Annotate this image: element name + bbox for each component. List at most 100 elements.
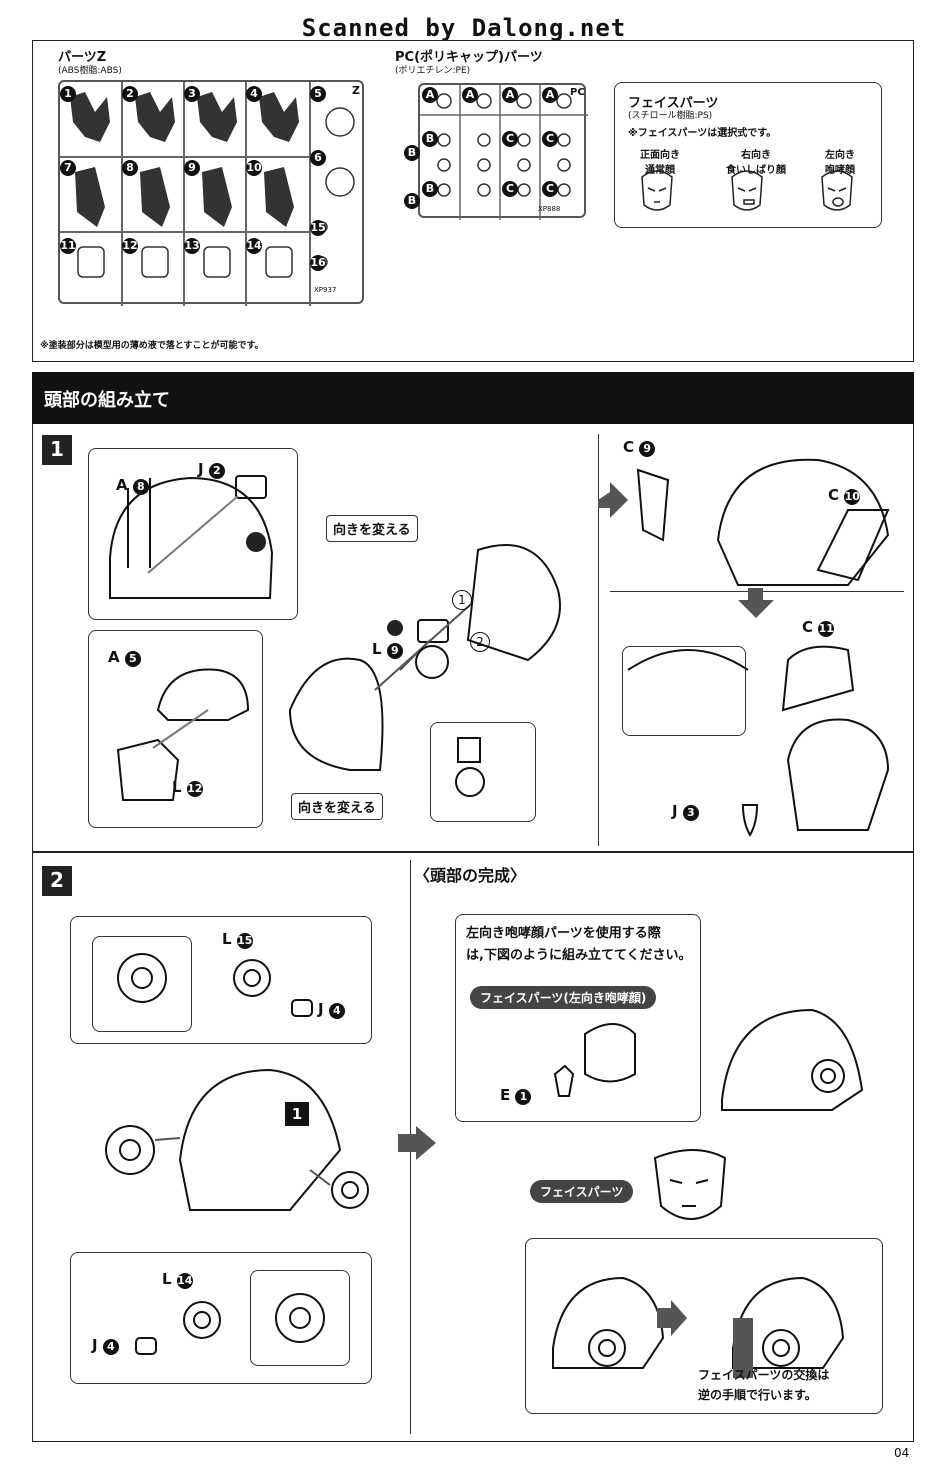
runner-panel xyxy=(32,40,914,362)
part-number: 13 xyxy=(184,238,200,254)
face-option-line2: 食いしばり顔 xyxy=(726,165,786,176)
pc-letter: A xyxy=(542,87,558,103)
callout-c10: C 10 xyxy=(828,486,861,505)
page-number: 04 xyxy=(894,1446,910,1460)
pc-letter: A xyxy=(462,87,478,103)
helmet-back-art xyxy=(109,475,274,599)
callout-l14: L 14 xyxy=(162,1270,193,1289)
face-swap-art xyxy=(552,1276,845,1378)
pc-letter: B xyxy=(404,193,420,209)
step1-badge: 1 xyxy=(42,435,72,465)
parts-pc-runner-art xyxy=(420,85,588,220)
step2-subbox-l15 xyxy=(70,916,372,1044)
face-option-art xyxy=(641,170,853,211)
part-number: 11 xyxy=(60,238,76,254)
helmet-side-art xyxy=(598,458,890,837)
part-number: 14 xyxy=(246,238,262,254)
part-number: 2 xyxy=(122,86,138,102)
left-face-parts-pill: フェイスパーツ(左向き咆哮顔) xyxy=(470,986,657,1009)
part-number: 6 xyxy=(310,150,326,166)
face-part-art xyxy=(653,1149,727,1220)
face-swap-box xyxy=(525,1238,883,1414)
left-face-note-box xyxy=(455,914,701,1122)
part-number: 4 xyxy=(246,86,262,102)
part-number: 3 xyxy=(184,86,200,102)
part-number: 1 xyxy=(60,86,76,102)
left-face-assembly-art xyxy=(553,1023,636,1097)
callout-j3: J 3 xyxy=(672,802,699,821)
parts-z-label: Z xyxy=(352,84,360,97)
ear-cap-lower-art xyxy=(135,1293,325,1355)
pc-letter: C xyxy=(542,181,558,197)
order-marker-1: 1 xyxy=(452,590,472,610)
parts-z-runner-art xyxy=(60,82,355,306)
paint-note: ※塗装部分は模型用の薄め液で落とすことが可能です。 xyxy=(40,341,264,351)
step2-detail-l14 xyxy=(250,1270,350,1366)
callout-l15: L 15 xyxy=(222,930,253,949)
callout-j4-upper: J 4 xyxy=(318,1000,345,1019)
callout-a5: A 5 xyxy=(108,648,141,667)
helmet-inner-art xyxy=(116,668,250,801)
part-number: 8 xyxy=(122,160,138,176)
face-swap-note-line1: フェイスパーツの交換は xyxy=(698,1368,830,1382)
complete-title: 〈頭部の完成〉 xyxy=(414,866,527,885)
part-number: 12 xyxy=(122,238,138,254)
parts-z-material: (ABS樹脂:ABS) xyxy=(58,66,122,76)
turn-around-tag: 向きを変える xyxy=(291,793,383,820)
callout-c9: C 9 xyxy=(623,438,656,457)
pc-letter: A xyxy=(422,87,438,103)
pc-letter: B xyxy=(422,181,438,197)
face-swap-note-line2: 逆の手順で行います。 xyxy=(698,1388,817,1402)
step2-detail-l15 xyxy=(92,936,192,1032)
order-marker-2: 2 xyxy=(470,632,490,652)
callout-l12: L 12 xyxy=(172,778,203,797)
step1-detail-box xyxy=(430,722,536,822)
helmet-complete-art xyxy=(721,1008,864,1111)
helmet-assembly-art xyxy=(288,544,561,771)
part-number: 7 xyxy=(60,160,76,176)
ref-step1-badge: 1 xyxy=(285,1102,309,1126)
part-number: 15 xyxy=(310,220,326,236)
face-option-right: 右向き 食いしばり顔 xyxy=(716,146,796,176)
pc-letter: C xyxy=(542,131,558,147)
pc-letter: C xyxy=(502,181,518,197)
callout-j4-lower: J 4 xyxy=(92,1336,119,1355)
step1-panel xyxy=(32,424,914,852)
step2-badge: 2 xyxy=(42,866,72,896)
helmet-ear-assembly-art xyxy=(105,1068,369,1211)
face-parts-title: フェイスパーツ xyxy=(628,96,719,111)
step1-subbox-a5 xyxy=(88,630,263,828)
step2-next-arrow xyxy=(398,1126,436,1160)
turn-around-tag: 向きを変える xyxy=(326,515,418,542)
left-face-note-line1: 左向き咆哮顔パーツを使用する際 xyxy=(466,926,661,941)
parts-z-code: XP937 xyxy=(314,286,337,294)
step2-panel xyxy=(32,852,914,1442)
parts-pc-material: (ポリエチレン:PE) xyxy=(395,66,471,76)
part-number: 5 xyxy=(310,86,326,102)
part-number: 10 xyxy=(246,160,262,176)
step2-subbox-l14 xyxy=(70,1252,372,1384)
part-number: 16 xyxy=(310,255,326,271)
parts-pc-label: PC xyxy=(570,87,585,98)
parts-z-numbers: 1 2 3 4 5 6 7 8 9 10 11 12 13 14 15 16 xyxy=(58,80,364,304)
step1-subbox-a8 xyxy=(88,448,298,620)
left-face-note-line2: は,下図のように組み立ててください。 xyxy=(466,948,692,963)
step1-divider xyxy=(598,434,599,846)
callout-c11: C 11 xyxy=(802,618,835,637)
scanner-credit: Scanned by Dalong.net xyxy=(301,14,627,42)
parts-pc-code: XP888 xyxy=(538,205,561,213)
pc-letter: C xyxy=(502,131,518,147)
section-header: 頭部の組み立て xyxy=(32,372,914,424)
callout-j2: J 2 xyxy=(198,460,225,479)
part-number: 9 xyxy=(184,160,200,176)
parts-pc-letters: A A A A B B B B C C C C xyxy=(404,83,586,218)
callout-e1: E 1 xyxy=(500,1086,532,1105)
callout-l9: L 9 xyxy=(372,640,403,659)
parts-z-runner: Z XP937 xyxy=(58,80,364,306)
ear-cap-upper-art xyxy=(117,953,313,1017)
section-title: 頭部の組み立て xyxy=(44,390,170,411)
face-parts-note: ※フェイスパーツは選択式です。 xyxy=(628,128,777,139)
pc-letter: B xyxy=(404,145,420,161)
detail-peg-art xyxy=(455,737,485,797)
face-option-line1: 右向き xyxy=(741,150,771,161)
